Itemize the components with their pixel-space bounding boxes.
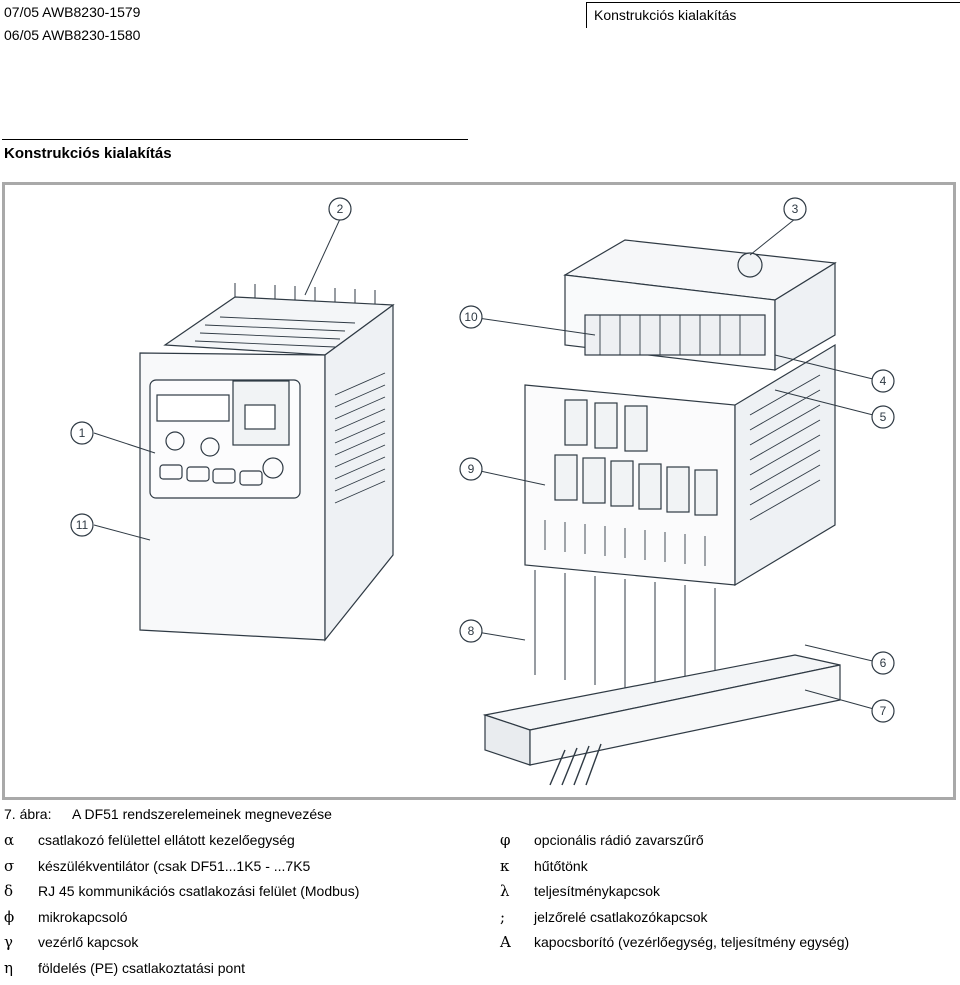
legend-item: φ opcionális rádió zavarszűrő (500, 831, 849, 857)
legend-item: α csatlakozó felülettel ellátott kezelőeg… (4, 831, 359, 857)
document-id-2: 06/05 AWB8230-1580 (4, 27, 141, 43)
legend-text: vezérlő kapcsok (38, 934, 139, 951)
callout-6: 6 (871, 651, 895, 675)
section-rule (2, 139, 468, 140)
legend-text: teljesítménykapcsok (534, 883, 661, 900)
exploded-inverter-drawing (482, 239, 841, 786)
figure-caption: 7. ábra: A DF51 rendszerelemeinek megneve… (4, 806, 332, 822)
callout-1-label: 1 (79, 426, 86, 440)
running-header: Konstrukciós kialakítás (586, 2, 960, 28)
legend-item: ; jelzőrelé csatlakozókapcsok (500, 908, 849, 934)
legend-symbol: α (4, 831, 15, 849)
callout-4: 4 (871, 369, 895, 393)
section-title: Konstrukciós kialakítás (4, 145, 172, 162)
legend-symbol: κ (500, 856, 510, 875)
callout-2-label: 2 (337, 202, 344, 216)
legend-symbol: λ (500, 882, 510, 901)
legend-item: κ hűtőtönk (500, 857, 849, 883)
document-id-1: 07/05 AWB8230-1579 (4, 4, 141, 20)
callout-5-label: 5 (880, 410, 887, 424)
legend-symbol: η (4, 958, 13, 977)
legend-symbol: δ (4, 882, 14, 901)
legend-item: δ RJ 45 kommunikációs csatlakozási felüle… (4, 882, 359, 908)
legend-text: hűtőtönk (534, 857, 588, 874)
legend-left: α csatlakozó felülettel ellátott kezelőeg… (4, 831, 359, 985)
callout-8: 8 (459, 619, 483, 643)
legend-text: opcionális rádió zavarszűrő (534, 832, 704, 848)
callout-11-label: 11 (76, 518, 89, 532)
legend-text: csatlakozó felülettel ellátott kezelőegy… (38, 832, 295, 848)
callout-4-label: 4 (880, 374, 887, 388)
legend-symbol: ϕ (4, 907, 15, 926)
callout-3-label: 3 (792, 202, 799, 216)
device-illustration: 1 2 3 4 5 6 7 8 9 10 11 (70, 197, 895, 786)
legend-text: RJ 45 kommunikációs csatlakozási felület… (38, 883, 360, 900)
legend-symbol: Α (500, 933, 511, 952)
callout-3: 3 (783, 197, 807, 221)
figure-caption-text: A DF51 rendszerelemeinek megnevezése (72, 806, 332, 822)
callout-markers: 1 2 3 4 5 6 7 8 9 10 11 (70, 197, 895, 723)
legend-text: mikrokapcsoló (38, 908, 128, 925)
callout-9: 9 (459, 457, 483, 481)
callout-7-label: 7 (880, 704, 887, 718)
callout-10: 10 (459, 305, 483, 329)
assembled-inverter-drawing (139, 283, 395, 642)
callout-6-label: 6 (880, 656, 887, 670)
figure-number: 7. ábra: (4, 806, 52, 822)
callout-9-label: 9 (468, 462, 475, 476)
callout-11: 11 (70, 513, 94, 537)
legend-symbol: φ (500, 831, 511, 849)
legend-item: η földelés (PE) csatlakoztatási pont (4, 959, 359, 985)
callout-10-label: 10 (464, 310, 478, 324)
figure-frame: 1 2 3 4 5 6 7 8 9 10 11 (2, 182, 956, 800)
legend-text: jelzőrelé csatlakozókapcsok (534, 908, 708, 925)
legend-item: λ teljesítménykapcsok (500, 882, 849, 908)
callout-2: 2 (328, 197, 352, 221)
legend-symbol: σ (4, 856, 15, 875)
legend-symbol: ; (500, 907, 506, 926)
callout-8-label: 8 (468, 624, 475, 638)
legend-right: φ opcionális rádió zavarszűrő κ hűtőtönk λ… (500, 831, 849, 959)
legend-text: kapocsborító (vezérlőegység, teljesítmén… (534, 934, 850, 951)
callout-5: 5 (871, 405, 895, 429)
legend-text: készülékventilátor (csak DF51...1K5 - ..… (38, 857, 311, 874)
callout-leaders (93, 218, 882, 712)
callout-1: 1 (70, 421, 94, 445)
callout-7: 7 (871, 699, 895, 723)
legend-symbol: γ (4, 933, 13, 952)
legend-item: ϕ mikrokapcsoló (4, 908, 359, 934)
legend-item: σ készülékventilátor (csak DF51...1K5 - .… (4, 857, 359, 883)
legend-item: γ vezérlő kapcsok (4, 933, 359, 959)
legend-text: földelés (PE) csatlakoztatási pont (38, 959, 245, 976)
